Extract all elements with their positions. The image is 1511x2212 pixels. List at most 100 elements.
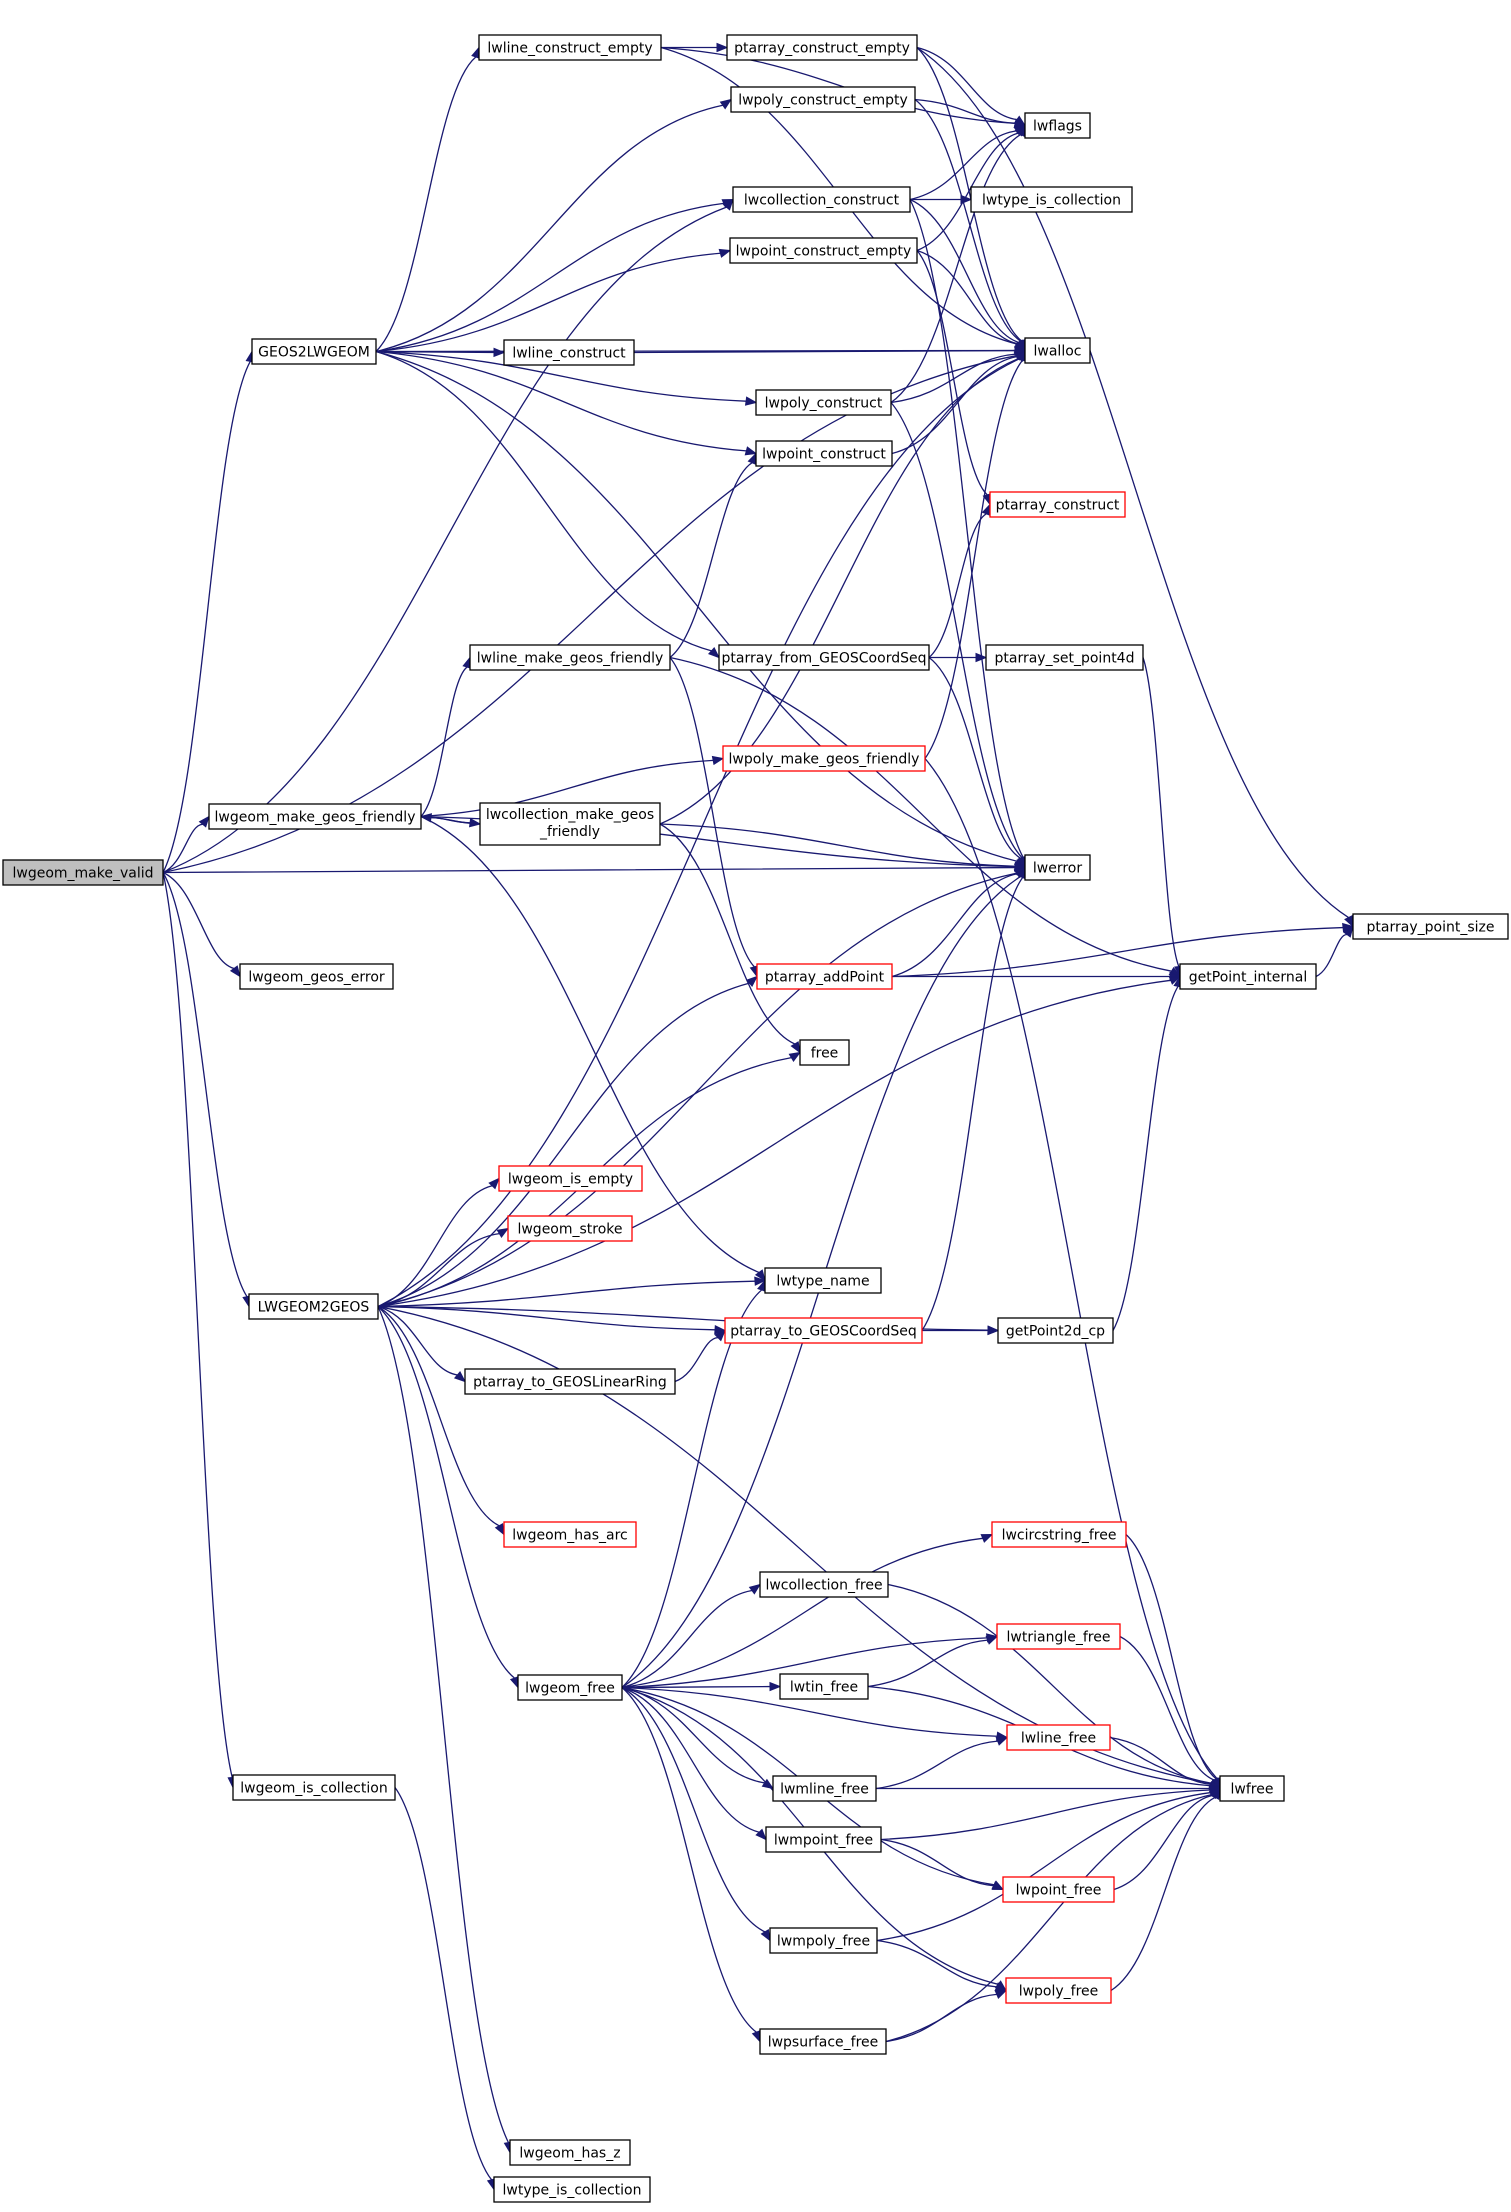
node-lwgeom-stroke[interactable]: lwgeom_stroke <box>507 1215 633 1242</box>
node-lwtype-is-collection-a[interactable]: lwtype_is_collection <box>970 186 1133 213</box>
node-lwerror[interactable]: lwerror <box>1024 854 1091 881</box>
node-box <box>2 859 164 886</box>
edge-line <box>674 1336 719 1383</box>
node-lwtriangle-free[interactable]: lwtriangle_free <box>996 1623 1121 1650</box>
node-getpoint-internal[interactable]: getPoint_internal <box>1179 963 1317 990</box>
edge-line <box>1109 1736 1211 1785</box>
edge-line <box>876 1939 997 1988</box>
node-lwgeom-has-z[interactable]: lwgeom_has_z <box>509 2139 631 2166</box>
node-label: ptarray_construct <box>996 498 1120 514</box>
edge-line <box>377 979 1171 1308</box>
node-lwcollection-construct[interactable]: lwcollection_construct <box>732 186 911 213</box>
node-lwgeom-geos-error[interactable]: lwgeom_geos_error <box>239 963 394 990</box>
node-label: lwpoly_construct <box>765 396 883 412</box>
node-label: lwline_free <box>1021 1731 1096 1747</box>
node-lwline-construct[interactable]: lwline_construct <box>503 339 635 366</box>
node-lwline-construct-empty[interactable]: lwline_construct_empty <box>478 34 662 61</box>
node-label: lwmpoint_free <box>774 1833 873 1849</box>
edge-line <box>430 817 481 825</box>
edge-line <box>621 1686 760 1833</box>
node-ptarray-from-geoscoordseq[interactable]: ptarray_from_GEOSCoordSeq <box>718 644 930 671</box>
node-lwtin-free[interactable]: lwtin_free <box>779 1673 869 1700</box>
node-getpoint2d-cp[interactable]: getPoint2d_cp <box>997 1317 1114 1344</box>
node-box <box>730 86 916 113</box>
node-lwfree[interactable]: lwfree <box>1219 1775 1285 1802</box>
edge-line <box>377 982 750 1308</box>
node-lwmline-free[interactable]: lwmline_free <box>772 1775 877 1802</box>
node-label: ptarray_from_GEOSCoordSeq <box>722 651 927 667</box>
edge-line <box>377 1305 716 1331</box>
node-lwcircstring-free[interactable]: lwcircstring_free <box>991 1521 1127 1548</box>
edge-geos2lwgeom-to-lwpoint-construct-empty <box>375 248 732 353</box>
node-label: lwpoint_construct_empty <box>736 244 912 260</box>
arrow-head <box>987 1325 1000 1336</box>
edge-lwgeom2geos-to-lwerror <box>377 866 1027 1308</box>
edge-line <box>916 249 1018 345</box>
edge-line <box>1142 657 1180 967</box>
node-box <box>732 186 911 213</box>
node-label: lwline_construct <box>512 346 626 362</box>
node-lwpsurface-free[interactable]: lwpsurface_free <box>759 2028 887 2055</box>
node-lwmpoly-free[interactable]: lwmpoly_free <box>769 1927 878 1954</box>
node-lwgeom-is-empty[interactable]: lwgeom_is_empty <box>498 1165 643 1192</box>
node-ptarray-point-size[interactable]: ptarray_point_size <box>1352 913 1509 940</box>
node-lwline-free[interactable]: lwline_free <box>1006 1724 1111 1751</box>
arrow-head <box>716 42 729 53</box>
node-free[interactable]: free <box>799 1039 850 1066</box>
edge-lwgeom-free-to-lwcircstring-free <box>621 1533 994 1689</box>
edge-lwgeom2geos-to-lwtype-name <box>377 1276 767 1308</box>
node-lwpoint-construct[interactable]: lwpoint_construct <box>755 440 893 467</box>
node-box <box>498 1165 643 1192</box>
edge-lwcircstring-free-to-lwfree <box>1125 1534 1221 1790</box>
node-label: LWGEOM2GEOS <box>258 1300 370 1316</box>
node-lwmpoint-free[interactable]: lwmpoint_free <box>765 1826 882 1853</box>
node-label: lwgeom_is_collection <box>240 1781 387 1797</box>
node-lwtype-name[interactable]: lwtype_name <box>764 1267 882 1294</box>
node-ptarray-construct-empty[interactable]: ptarray_construct_empty <box>726 34 918 61</box>
arrow-head <box>708 646 721 659</box>
edge-ptarray-to-geoslinearring-to-ptarray-to-geoscoordseq <box>674 1329 726 1383</box>
node-lwcollection-free[interactable]: lwcollection_free <box>759 1571 889 1598</box>
node-lwpoly-construct[interactable]: lwpoly_construct <box>755 389 892 416</box>
node-lwflags[interactable]: lwflags <box>1024 112 1091 139</box>
node-ptarray-addpoint[interactable]: ptarray_addPoint <box>756 963 893 990</box>
node-label: ptarray_point_size <box>1367 920 1495 936</box>
arrow-head <box>754 1269 766 1282</box>
node-ptarray-to-geoscoordseq[interactable]: ptarray_to_GEOSCoordSeq <box>724 1317 923 1344</box>
node-lwpoint-construct-empty[interactable]: lwpoint_construct_empty <box>729 237 918 264</box>
edge-lwgeom-make-valid-to-geos2lwgeom <box>162 350 255 873</box>
edge-line <box>928 656 1022 859</box>
node-box <box>1024 337 1091 364</box>
node-lwgeom-has-arc[interactable]: lwgeom_has_arc <box>503 1521 637 1548</box>
edge-lwmpoly-free-to-lwfree <box>876 1787 1222 1942</box>
node-lwgeom-free[interactable]: lwgeom_free <box>517 1674 623 1701</box>
node-lwline-make-geos-friendly[interactable]: lwline_make_geos_friendly <box>469 644 671 671</box>
node-box <box>503 1521 637 1548</box>
node-lwpoly-make-geos-friendly[interactable]: lwpoly_make_geos_friendly <box>722 745 926 772</box>
node-box <box>1002 1876 1115 1903</box>
node-lwpoint-free[interactable]: lwpoint_free <box>1002 1876 1115 1903</box>
node-box <box>503 339 635 366</box>
edge-lwpoint-free-to-lwfree <box>1113 1787 1221 1891</box>
node-lwgeom-make-valid[interactable]: lwgeom_make_valid <box>2 859 164 886</box>
node-lwpoly-construct-empty[interactable]: lwpoly_construct_empty <box>730 86 916 113</box>
edge-line <box>876 1791 1211 1942</box>
node-lwgeom-make-geos-friendly[interactable]: lwgeom_make_geos_friendly <box>208 803 422 830</box>
node-lwpoly-free[interactable]: lwpoly_free <box>1005 1977 1112 2004</box>
edge-line <box>375 350 495 354</box>
node-box <box>478 34 662 61</box>
node-ptarray-to-geoslinearring[interactable]: ptarray_to_GEOSLinearRing <box>464 1368 676 1395</box>
node-geos2lwgeom[interactable]: GEOS2LWGEOM <box>251 338 377 365</box>
node-box <box>759 2028 887 2055</box>
edge-geos2lwgeom-to-lwpoly-construct-empty <box>375 98 733 353</box>
node-box <box>509 2139 631 2166</box>
arrow-head <box>975 652 988 663</box>
node-lwgeom-is-collection[interactable]: lwgeom_is_collection <box>232 1774 396 1801</box>
edge-line <box>909 198 1020 344</box>
node-ptarray-set-point4d[interactable]: ptarray_set_point4d <box>985 644 1144 671</box>
node-ptarray-construct[interactable]: ptarray_construct <box>989 491 1126 518</box>
node-lwcollection-make-geos-friendly[interactable]: lwcollection_make_geos_friendly <box>479 802 661 846</box>
node-lwalloc[interactable]: lwalloc <box>1024 337 1091 364</box>
node-lwtype-is-collection-b[interactable]: lwtype_is_collection <box>493 2176 651 2203</box>
node-lwgeom2geos[interactable]: LWGEOM2GEOS <box>248 1293 379 1320</box>
